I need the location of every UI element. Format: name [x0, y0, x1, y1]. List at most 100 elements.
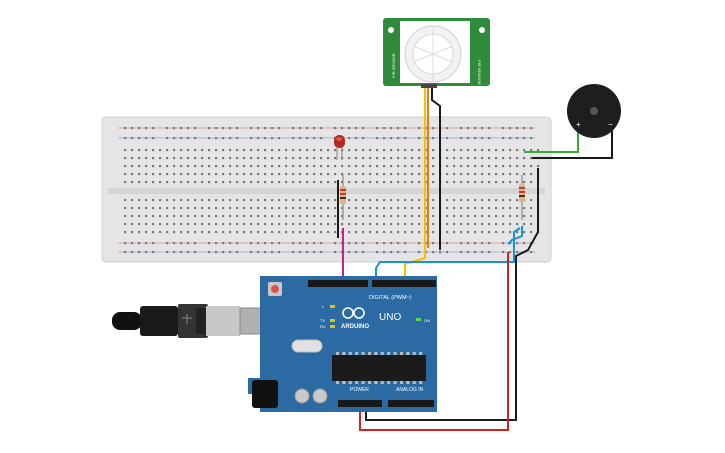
- breadboard-hole[interactable]: [369, 149, 372, 152]
- breadboard-hole[interactable]: [313, 199, 316, 202]
- breadboard-hole[interactable]: [271, 199, 274, 202]
- breadboard-hole[interactable]: [292, 215, 295, 218]
- breadboard-hole[interactable]: [481, 157, 484, 160]
- breadboard-hole[interactable]: [530, 231, 533, 234]
- breadboard-hole[interactable]: [341, 223, 344, 226]
- breadboard-hole[interactable]: [369, 173, 372, 176]
- breadboard-hole[interactable]: [250, 242, 253, 245]
- breadboard-hole[interactable]: [488, 165, 491, 168]
- breadboard-hole[interactable]: [411, 165, 414, 168]
- breadboard-hole[interactable]: [530, 127, 533, 130]
- breadboard-hole[interactable]: [131, 231, 134, 234]
- breadboard-hole[interactable]: [222, 199, 225, 202]
- breadboard-hole[interactable]: [243, 181, 246, 184]
- breadboard-hole[interactable]: [446, 173, 449, 176]
- breadboard-hole[interactable]: [495, 157, 498, 160]
- breadboard-hole[interactable]: [152, 157, 155, 160]
- breadboard-hole[interactable]: [278, 223, 281, 226]
- breadboard-hole[interactable]: [397, 181, 400, 184]
- breadboard-hole[interactable]: [432, 215, 435, 218]
- breadboard-hole[interactable]: [250, 165, 253, 168]
- breadboard-hole[interactable]: [432, 157, 435, 160]
- breadboard-hole[interactable]: [173, 173, 176, 176]
- breadboard-hole[interactable]: [166, 207, 169, 210]
- breadboard-hole[interactable]: [348, 137, 351, 140]
- breadboard-hole[interactable]: [362, 173, 365, 176]
- breadboard-hole[interactable]: [411, 215, 414, 218]
- breadboard-hole[interactable]: [278, 242, 281, 245]
- breadboard-hole[interactable]: [523, 215, 526, 218]
- breadboard-hole[interactable]: [278, 127, 281, 130]
- breadboard-hole[interactable]: [460, 207, 463, 210]
- wire-blue-1[interactable]: [375, 227, 521, 286]
- breadboard-hole[interactable]: [334, 173, 337, 176]
- breadboard-hole[interactable]: [271, 149, 274, 152]
- breadboard-hole[interactable]: [362, 207, 365, 210]
- breadboard-hole[interactable]: [516, 149, 519, 152]
- breadboard-hole[interactable]: [425, 157, 428, 160]
- breadboard-hole[interactable]: [530, 207, 533, 210]
- breadboard-hole[interactable]: [418, 242, 421, 245]
- breadboard-hole[interactable]: [362, 149, 365, 152]
- breadboard-hole[interactable]: [474, 207, 477, 210]
- breadboard-hole[interactable]: [229, 199, 232, 202]
- breadboard-hole[interactable]: [341, 173, 344, 176]
- breadboard-hole[interactable]: [502, 181, 505, 184]
- breadboard-hole[interactable]: [299, 231, 302, 234]
- breadboard-hole[interactable]: [159, 165, 162, 168]
- breadboard-hole[interactable]: [334, 215, 337, 218]
- breadboard-hole[interactable]: [236, 207, 239, 210]
- breadboard-hole[interactable]: [376, 165, 379, 168]
- breadboard-hole[interactable]: [369, 199, 372, 202]
- breadboard-hole[interactable]: [481, 137, 484, 140]
- breadboard-hole[interactable]: [152, 231, 155, 234]
- breadboard-hole[interactable]: [215, 242, 218, 245]
- breadboard-hole[interactable]: [201, 149, 204, 152]
- breadboard-hole[interactable]: [425, 207, 428, 210]
- breadboard-hole[interactable]: [187, 251, 190, 254]
- breadboard-hole[interactable]: [327, 173, 330, 176]
- breadboard-hole[interactable]: [131, 173, 134, 176]
- breadboard-hole[interactable]: [516, 207, 519, 210]
- breadboard-hole[interactable]: [390, 223, 393, 226]
- breadboard-hole[interactable]: [495, 215, 498, 218]
- breadboard-hole[interactable]: [509, 149, 512, 152]
- breadboard-hole[interactable]: [488, 199, 491, 202]
- breadboard-hole[interactable]: [481, 223, 484, 226]
- breadboard-hole[interactable]: [271, 231, 274, 234]
- breadboard-hole[interactable]: [187, 215, 190, 218]
- breadboard-hole[interactable]: [460, 181, 463, 184]
- breadboard-hole[interactable]: [208, 199, 211, 202]
- breadboard-hole[interactable]: [376, 199, 379, 202]
- breadboard-hole[interactable]: [257, 137, 260, 140]
- breadboard-hole[interactable]: [474, 149, 477, 152]
- breadboard-hole[interactable]: [502, 231, 505, 234]
- breadboard-hole[interactable]: [495, 165, 498, 168]
- breadboard-hole[interactable]: [383, 181, 386, 184]
- breadboard-hole[interactable]: [187, 242, 190, 245]
- breadboard-hole[interactable]: [145, 199, 148, 202]
- breadboard-hole[interactable]: [138, 242, 141, 245]
- breadboard-hole[interactable]: [481, 199, 484, 202]
- pir-sensor[interactable]: PIR SENSOR PIR SENSOR: [383, 18, 490, 88]
- breadboard-hole[interactable]: [222, 215, 225, 218]
- breadboard-hole[interactable]: [271, 157, 274, 160]
- breadboard-hole[interactable]: [194, 173, 197, 176]
- breadboard-hole[interactable]: [348, 207, 351, 210]
- breadboard-hole[interactable]: [404, 215, 407, 218]
- breadboard-hole[interactable]: [355, 215, 358, 218]
- breadboard-hole[interactable]: [355, 149, 358, 152]
- breadboard-hole[interactable]: [229, 127, 232, 130]
- breadboard-hole[interactable]: [229, 231, 232, 234]
- breadboard-hole[interactable]: [355, 207, 358, 210]
- breadboard-hole[interactable]: [460, 149, 463, 152]
- breadboard-hole[interactable]: [152, 149, 155, 152]
- breadboard-hole[interactable]: [334, 127, 337, 130]
- breadboard-hole[interactable]: [229, 149, 232, 152]
- usb-cable-icon[interactable]: [112, 304, 283, 338]
- breadboard-hole[interactable]: [250, 149, 253, 152]
- breadboard-hole[interactable]: [138, 251, 141, 254]
- breadboard-hole[interactable]: [236, 242, 239, 245]
- breadboard-hole[interactable]: [180, 242, 183, 245]
- wire-green[interactable]: [524, 130, 579, 153]
